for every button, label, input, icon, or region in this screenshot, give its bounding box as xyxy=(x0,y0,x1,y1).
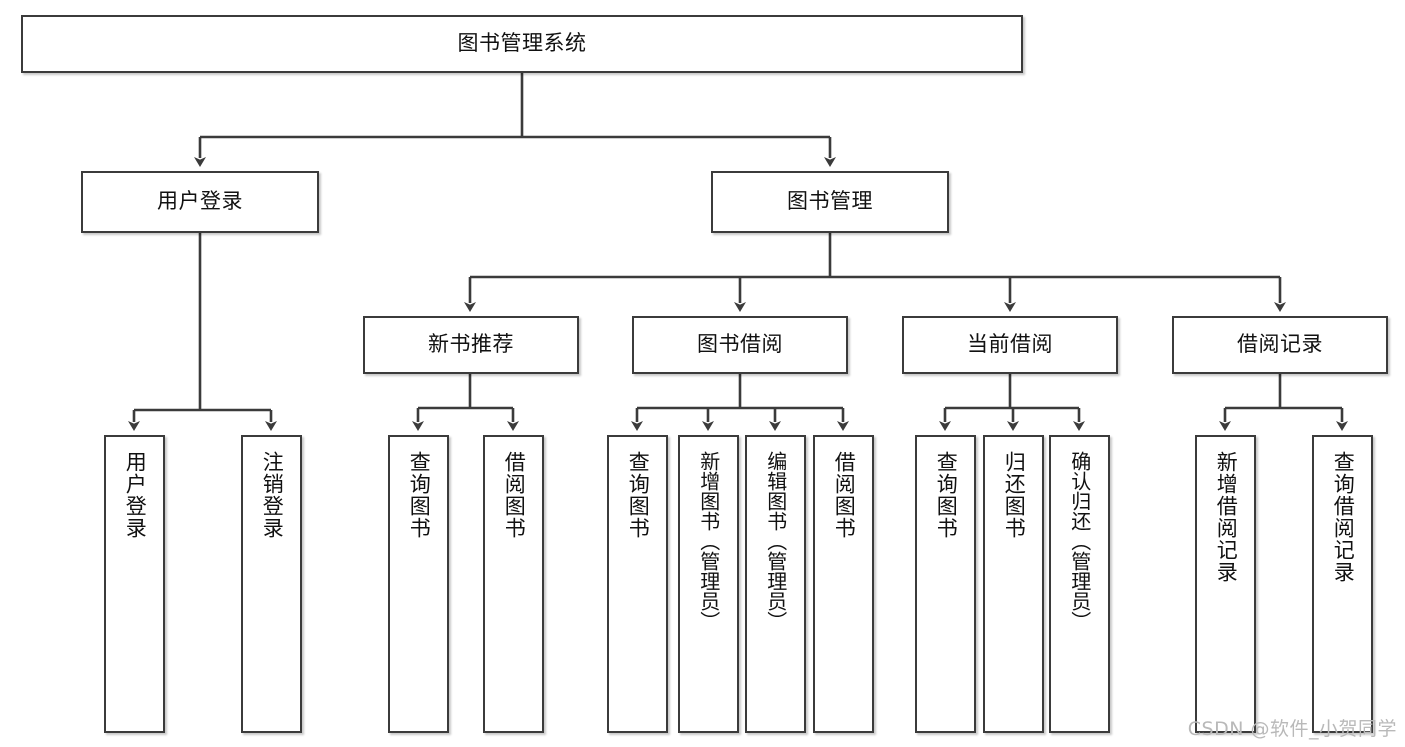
node-leaf-query-book-1-label: 查询图书 xyxy=(407,451,432,539)
node-borrow-record-label: 借阅记录 xyxy=(1237,332,1323,357)
node-leaf-logout-label: 注销登录 xyxy=(260,451,285,539)
node-leaf-user-login[interactable]: 用户登录 xyxy=(104,435,165,733)
node-new-book-rec-label: 新书推荐 xyxy=(428,332,514,357)
node-leaf-query-book-3-label: 查询图书 xyxy=(934,451,959,539)
node-book-manage[interactable]: 图书管理 xyxy=(711,171,949,233)
node-leaf-query-book-1[interactable]: 查询图书 xyxy=(388,435,449,733)
node-leaf-borrow-book-1[interactable]: 借阅图书 xyxy=(483,435,544,733)
node-leaf-query-book-2[interactable]: 查询图书 xyxy=(607,435,668,733)
node-leaf-add-record-label: 新增借阅记录 xyxy=(1214,451,1239,583)
node-leaf-add-book-label: 新增图书（管理员） xyxy=(696,451,721,631)
node-leaf-return-book-label: 归还图书 xyxy=(1002,451,1027,539)
node-leaf-edit-book-label: 编辑图书（管理员） xyxy=(763,451,788,631)
node-leaf-user-login-label: 用户登录 xyxy=(123,451,148,539)
watermark: CSDN @软件_小贺同学 xyxy=(1187,718,1397,740)
node-leaf-query-book-3[interactable]: 查询图书 xyxy=(915,435,976,733)
node-leaf-logout[interactable]: 注销登录 xyxy=(241,435,302,733)
node-leaf-add-book[interactable]: 新增图书（管理员） xyxy=(678,435,739,733)
node-current-borrow-label: 当前借阅 xyxy=(967,332,1053,357)
node-leaf-borrow-book-2-label: 借阅图书 xyxy=(832,451,857,539)
node-borrow-record[interactable]: 借阅记录 xyxy=(1172,316,1388,374)
node-user-login-label: 用户登录 xyxy=(157,189,243,214)
node-leaf-confirm-return[interactable]: 确认归还（管理员） xyxy=(1049,435,1110,733)
node-new-book-rec[interactable]: 新书推荐 xyxy=(363,316,579,374)
node-book-borrow[interactable]: 图书借阅 xyxy=(632,316,848,374)
node-book-manage-label: 图书管理 xyxy=(787,189,873,214)
node-leaf-query-record-label: 查询借阅记录 xyxy=(1331,451,1356,583)
node-leaf-borrow-book-2[interactable]: 借阅图书 xyxy=(813,435,874,733)
node-root[interactable]: 图书管理系统 xyxy=(21,15,1023,73)
node-user-login[interactable]: 用户登录 xyxy=(81,171,319,233)
node-leaf-return-book[interactable]: 归还图书 xyxy=(983,435,1044,733)
node-current-borrow[interactable]: 当前借阅 xyxy=(902,316,1118,374)
node-leaf-confirm-return-label: 确认归还（管理员） xyxy=(1067,451,1092,631)
node-leaf-borrow-book-1-label: 借阅图书 xyxy=(502,451,527,539)
node-leaf-add-record[interactable]: 新增借阅记录 xyxy=(1195,435,1256,733)
node-leaf-edit-book[interactable]: 编辑图书（管理员） xyxy=(745,435,806,733)
node-leaf-query-record[interactable]: 查询借阅记录 xyxy=(1312,435,1373,733)
node-book-borrow-label: 图书借阅 xyxy=(697,332,783,357)
node-root-label: 图书管理系统 xyxy=(457,31,587,56)
node-leaf-query-book-2-label: 查询图书 xyxy=(626,451,651,539)
